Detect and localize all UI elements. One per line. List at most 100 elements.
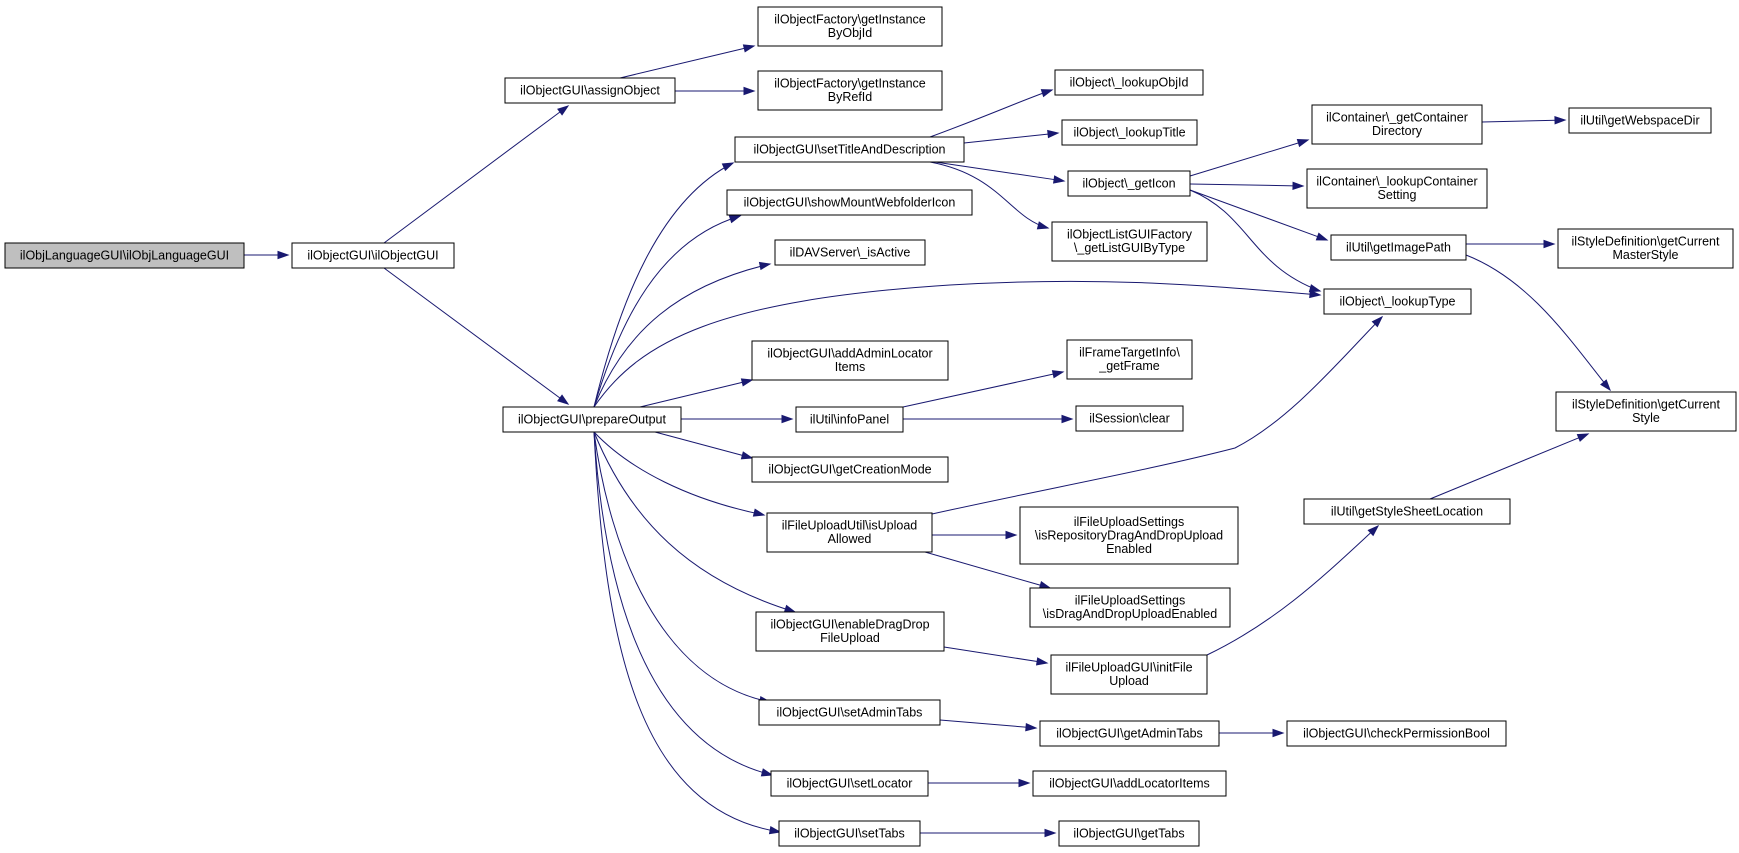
node-label: ilObjectGUI\getTabs [1073,826,1184,840]
node-box [1058,820,1200,847]
edge-line [593,431,765,516]
node-box [734,136,965,163]
node-label: ilObjectGUI\setAdminTabs [777,705,923,719]
edge-prep-to-adminLoc [639,378,754,408]
node-setTabs[interactable]: ilObjectGUI\setTabs [778,820,921,847]
node-label: ilUtil\getImagePath [1346,240,1451,254]
node-ctor[interactable]: ilObjectGUI\ilObjectGUI [291,242,455,269]
node-getAdminTabs[interactable]: ilObjectGUI\getAdminTabs [1039,720,1220,747]
edge-ctor-to-prep [383,267,570,405]
edge-line [619,47,746,79]
node-label: ilObjectGUI\checkPermissionBool [1303,726,1490,740]
node-lookupObjId[interactable]: ilObject\_lookupObjId [1054,69,1204,96]
node-box [1019,506,1239,565]
edge-line [1189,183,1295,187]
node-creation[interactable]: ilObjectGUI\getCreationMode [751,456,949,483]
edge-line [924,551,1042,586]
node-label: ilStyleDefinition\getCurrent [1572,235,1721,249]
node-box [1557,228,1734,269]
node-label: ilObjectFactory\getInstance [774,77,926,91]
edge-line [929,89,1053,138]
node-listGUI[interactable]: ilObjectListGUIFactory\_getListGUIByType [1051,221,1208,262]
node-assign[interactable]: ilObjectGUI\assignObject [504,77,676,104]
node-infoPanel[interactable]: ilUtil\infoPanel [795,406,904,433]
node-root[interactable]: ilObjLanguageGUI\ilObjLanguageGUI [4,242,245,269]
node-styleSheet[interactable]: ilUtil\getStyleSheetLocation [1303,498,1511,525]
edge-arrowhead [721,162,735,172]
node-prep[interactable]: ilObjectGUI\prepareOutput [502,406,682,433]
edge-arrowhead [1371,315,1384,328]
node-label: ilObjectGUI\prepareOutput [518,412,667,426]
node-checkPerm[interactable]: ilObjectGUI\checkPermissionBool [1286,720,1507,747]
node-dav[interactable]: ilDAVServer\_isActive [774,239,926,266]
edge-arrowhead [1576,433,1590,442]
node-ddEnabled[interactable]: ilFileUploadSettings\isDragAndDropUpload… [1029,587,1231,628]
edge-line [1481,119,1557,123]
edge-prep-to-showMount [593,215,742,408]
node-addLocItems[interactable]: ilObjectGUI\addLocatorItems [1032,770,1227,797]
edge-root-to-ctor [244,250,290,260]
node-label: ilObjectGUI\addLocatorItems [1049,776,1210,790]
node-box [751,456,949,483]
edge-arrowhead [1047,129,1060,139]
edge-line [593,263,771,408]
edge-arrowhead [1315,232,1329,241]
node-repoDD[interactable]: ilFileUploadSettings\isRepositoryDragAnd… [1019,506,1239,565]
edge-line [593,215,741,408]
edge-imagePath-to-masterStyle [1466,239,1556,249]
edges-layer [244,44,1611,838]
node-setAdminTabs[interactable]: ilObjectGUI\setAdminTabs [758,699,941,726]
edge-prep-to-isUpload [593,431,766,517]
node-label: Allowed [828,532,872,546]
edge-prep-to-lookupType [593,280,1322,408]
edge-line [1189,142,1300,177]
node-box [1286,720,1507,747]
node-webspace[interactable]: ilUtil\getWebspaceDir [1568,107,1712,134]
edge-line [1206,525,1379,656]
node-label: ByObjId [828,26,873,40]
node-showMount[interactable]: ilObjectGUI\showMountWebfolderIcon [726,189,973,216]
node-setTitle[interactable]: ilObjectGUI\setTitleAndDescription [734,136,965,163]
node-getIcon[interactable]: ilObject\_getIcon [1067,170,1191,197]
node-box [1061,119,1198,146]
node-box [1323,288,1472,315]
edge-getIcon-to-imagePath [1189,189,1329,241]
node-session[interactable]: ilSession\clear [1075,405,1184,432]
node-label: ilFileUploadGUI\initFile [1065,661,1192,675]
node-imagePath[interactable]: ilUtil\getImagePath [1330,234,1467,261]
node-getTabs[interactable]: ilObjectGUI\getTabs [1058,820,1200,847]
edge-assign-to-factObj [619,44,756,79]
node-label: Upload [1109,674,1149,688]
node-box [504,77,676,104]
node-lookupType[interactable]: ilObject\_lookupType [1323,288,1472,315]
node-setLocator[interactable]: ilObjectGUI\setLocator [770,770,929,797]
node-label: ilObjectGUI\enableDragDrop [770,618,929,632]
edge-line [934,161,1056,181]
node-label: ilObjectGUI\setTabs [794,826,904,840]
edge-prep-to-creation [654,431,754,460]
edge-line [383,110,562,244]
node-box [795,406,904,433]
node-label: Items [835,360,866,374]
node-label: ilObjectGUI\addAdminLocator [767,347,932,361]
edge-setLocator-to-addLocItems [928,778,1031,788]
node-lookupTitle[interactable]: ilObject\_lookupTitle [1061,119,1198,146]
edge-setTitle-to-listGUI [929,161,1050,230]
edge-setTitle-to-lookupObjId [929,89,1054,138]
edge-contDir-to-webspace [1481,116,1567,125]
node-label: ilObject\_getIcon [1082,176,1175,190]
node-label: ilObjectGUI\assignObject [520,83,660,97]
edge-arrowhead [740,378,754,387]
node-frame[interactable]: ilFrameTargetInfo\_getFrame [1066,339,1193,380]
